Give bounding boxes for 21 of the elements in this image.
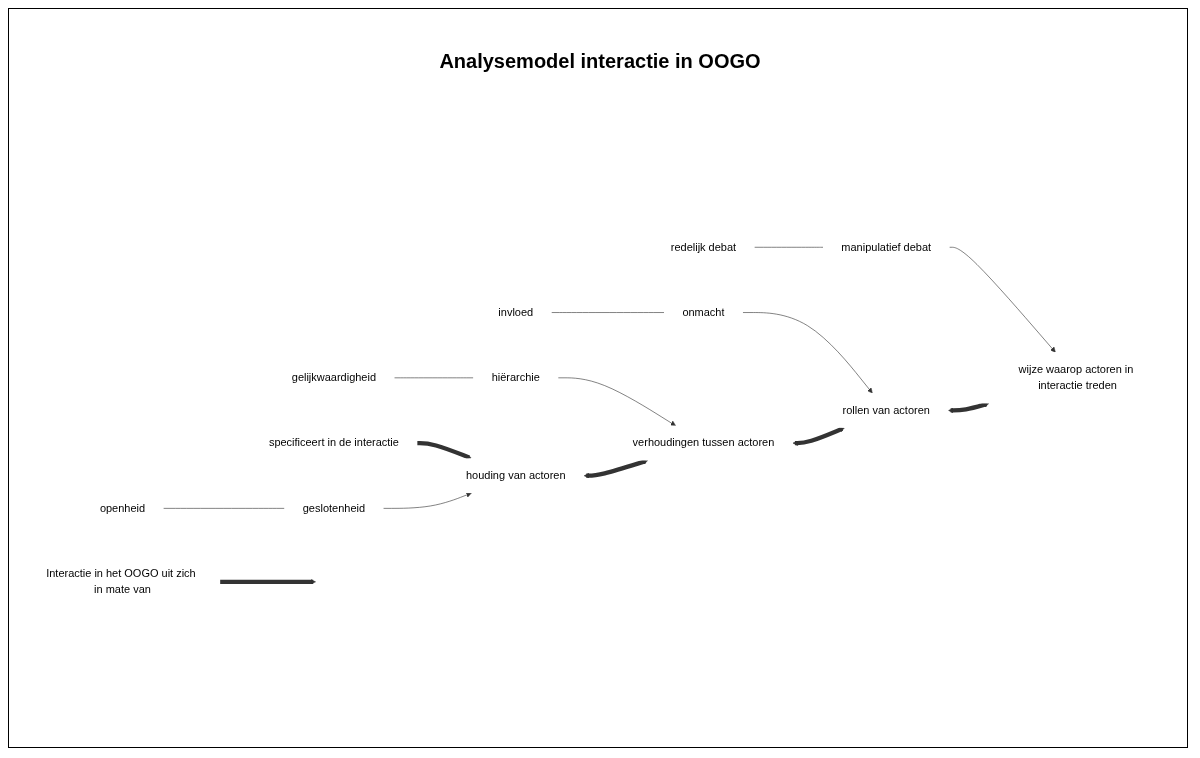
- node-text: specificeert in de interactie: [268, 437, 399, 450]
- node-text: invloed: [498, 306, 534, 319]
- connector: [551, 312, 665, 314]
- node-text: gelijkwaardigheid: [291, 371, 377, 384]
- node-text: wijze waarop actoren in interactie treden: [1018, 363, 1134, 393]
- node-text: manipulatief debat: [841, 241, 932, 254]
- arrow: [583, 459, 649, 479]
- node-text: redelijk debat: [670, 241, 737, 254]
- node-text: rollen van actoren: [842, 404, 930, 417]
- node-text: geslotenheid: [302, 502, 366, 515]
- node-text: Interactie in het OOGO uit zich in mate van: [46, 567, 196, 597]
- node-text: hiërarchie: [491, 371, 540, 384]
- arrow: [948, 402, 990, 414]
- node-text: onmacht: [682, 306, 725, 319]
- arrow: [220, 579, 316, 585]
- arrow: [792, 427, 845, 447]
- node-text: houding van actoren: [466, 469, 566, 482]
- arrow: [417, 441, 472, 460]
- node-text: openheid: [99, 502, 146, 515]
- node-text: verhoudingen tussen actoren: [632, 437, 775, 450]
- diagram-title: Analysemodel interactie in OOGO: [438, 50, 762, 73]
